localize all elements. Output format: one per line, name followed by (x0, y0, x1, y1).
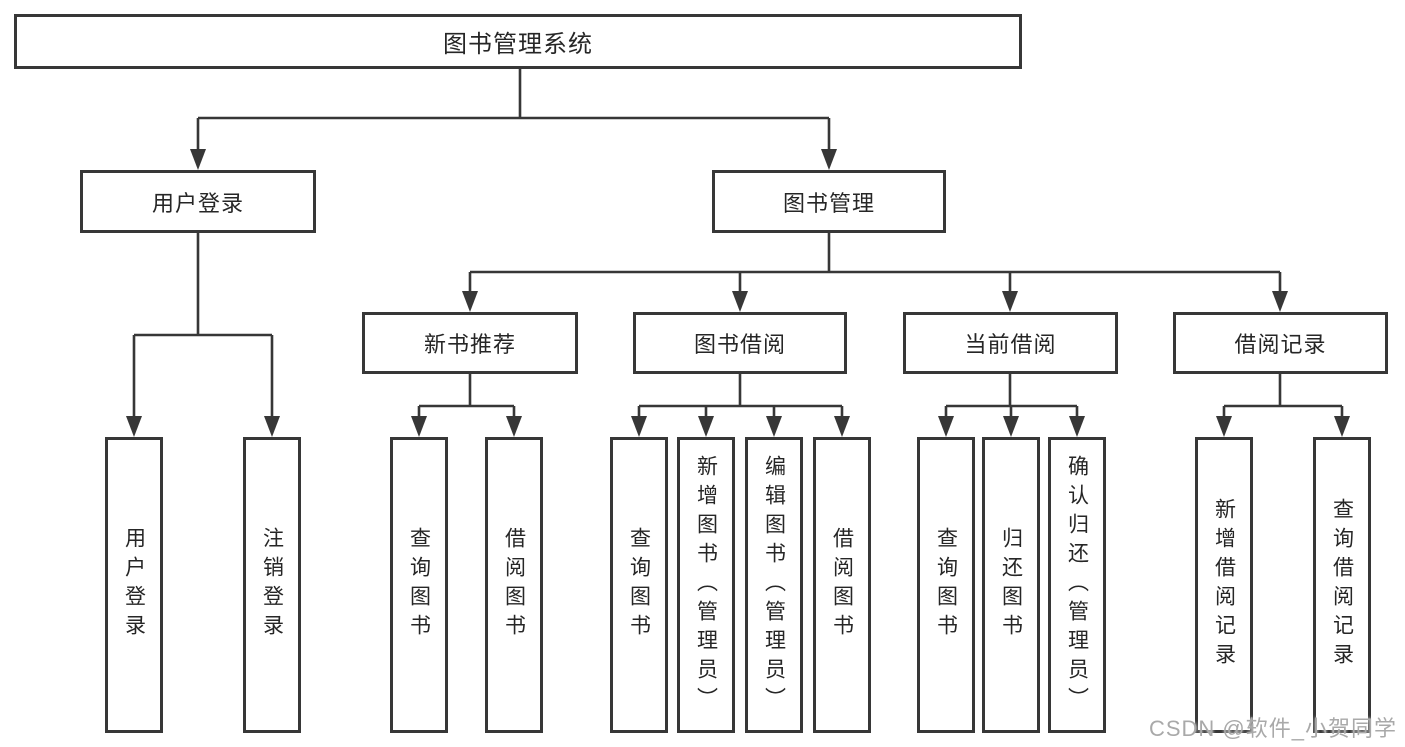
connector-book-management (468, 233, 1282, 292)
arrowhead-icon (1002, 291, 1018, 312)
leaf-newbooks-query-books: 查询图书 (390, 437, 448, 733)
connector-root (196, 68, 831, 150)
leaf-current-confirm-return-admin: 确认归还（管理员） (1048, 437, 1106, 733)
leaf-records-add-borrow-record: 新增借阅记录 (1195, 437, 1253, 733)
arrowhead-icon (126, 416, 142, 437)
node-library-management-system: 图书管理系统 (14, 14, 1022, 69)
leaf-user-login: 用户登录 (105, 437, 163, 733)
connector-borrow-records (1222, 374, 1344, 417)
leaf-newbooks-borrow-books: 借阅图书 (485, 437, 543, 733)
leaf-current-return-books: 归还图书 (982, 437, 1040, 733)
connector-new-book-recommend (417, 374, 516, 417)
node-current-borrowing: 当前借阅 (903, 312, 1118, 374)
node-user-login: 用户登录 (80, 170, 316, 233)
arrowhead-icon (834, 416, 850, 437)
arrowhead-icon (698, 416, 714, 437)
leaf-borrowing-edit-books-admin: 编辑图书（管理员） (745, 437, 803, 733)
arrowhead-icon (1003, 416, 1019, 437)
csdn-watermark: CSDN @软件_小贺同学 (1148, 716, 1397, 741)
arrowhead-icon (1272, 291, 1288, 312)
connector-user-login (132, 233, 274, 417)
arrowhead-icon (411, 416, 427, 437)
arrowhead-icon (631, 416, 647, 437)
connector-current-borrowing (944, 374, 1079, 417)
leaf-records-query-borrow-record: 查询借阅记录 (1313, 437, 1371, 733)
arrowhead-icon (938, 416, 954, 437)
node-new-book-recommend: 新书推荐 (362, 312, 578, 374)
arrowhead-icon (766, 416, 782, 437)
node-borrow-records: 借阅记录 (1173, 312, 1388, 374)
arrowhead-icon (1334, 416, 1350, 437)
arrowhead-icon (462, 291, 478, 312)
node-book-borrowing: 图书借阅 (633, 312, 847, 374)
leaf-logout: 注销登录 (243, 437, 301, 733)
arrowhead-icon (264, 416, 280, 437)
node-book-management: 图书管理 (712, 170, 946, 233)
arrowhead-icon (732, 291, 748, 312)
arrowhead-icon (821, 149, 837, 170)
connector-book-borrowing (637, 374, 844, 417)
arrowhead-icon (1216, 416, 1232, 437)
arrowhead-icon (190, 149, 206, 170)
leaf-current-query-books: 查询图书 (917, 437, 975, 733)
leaf-borrowing-borrow-books: 借阅图书 (813, 437, 871, 733)
arrowhead-icon (1069, 416, 1085, 437)
arrowhead-icon (506, 416, 522, 437)
leaf-borrowing-query-books: 查询图书 (610, 437, 668, 733)
leaf-borrowing-add-books-admin: 新增图书（管理员） (677, 437, 735, 733)
